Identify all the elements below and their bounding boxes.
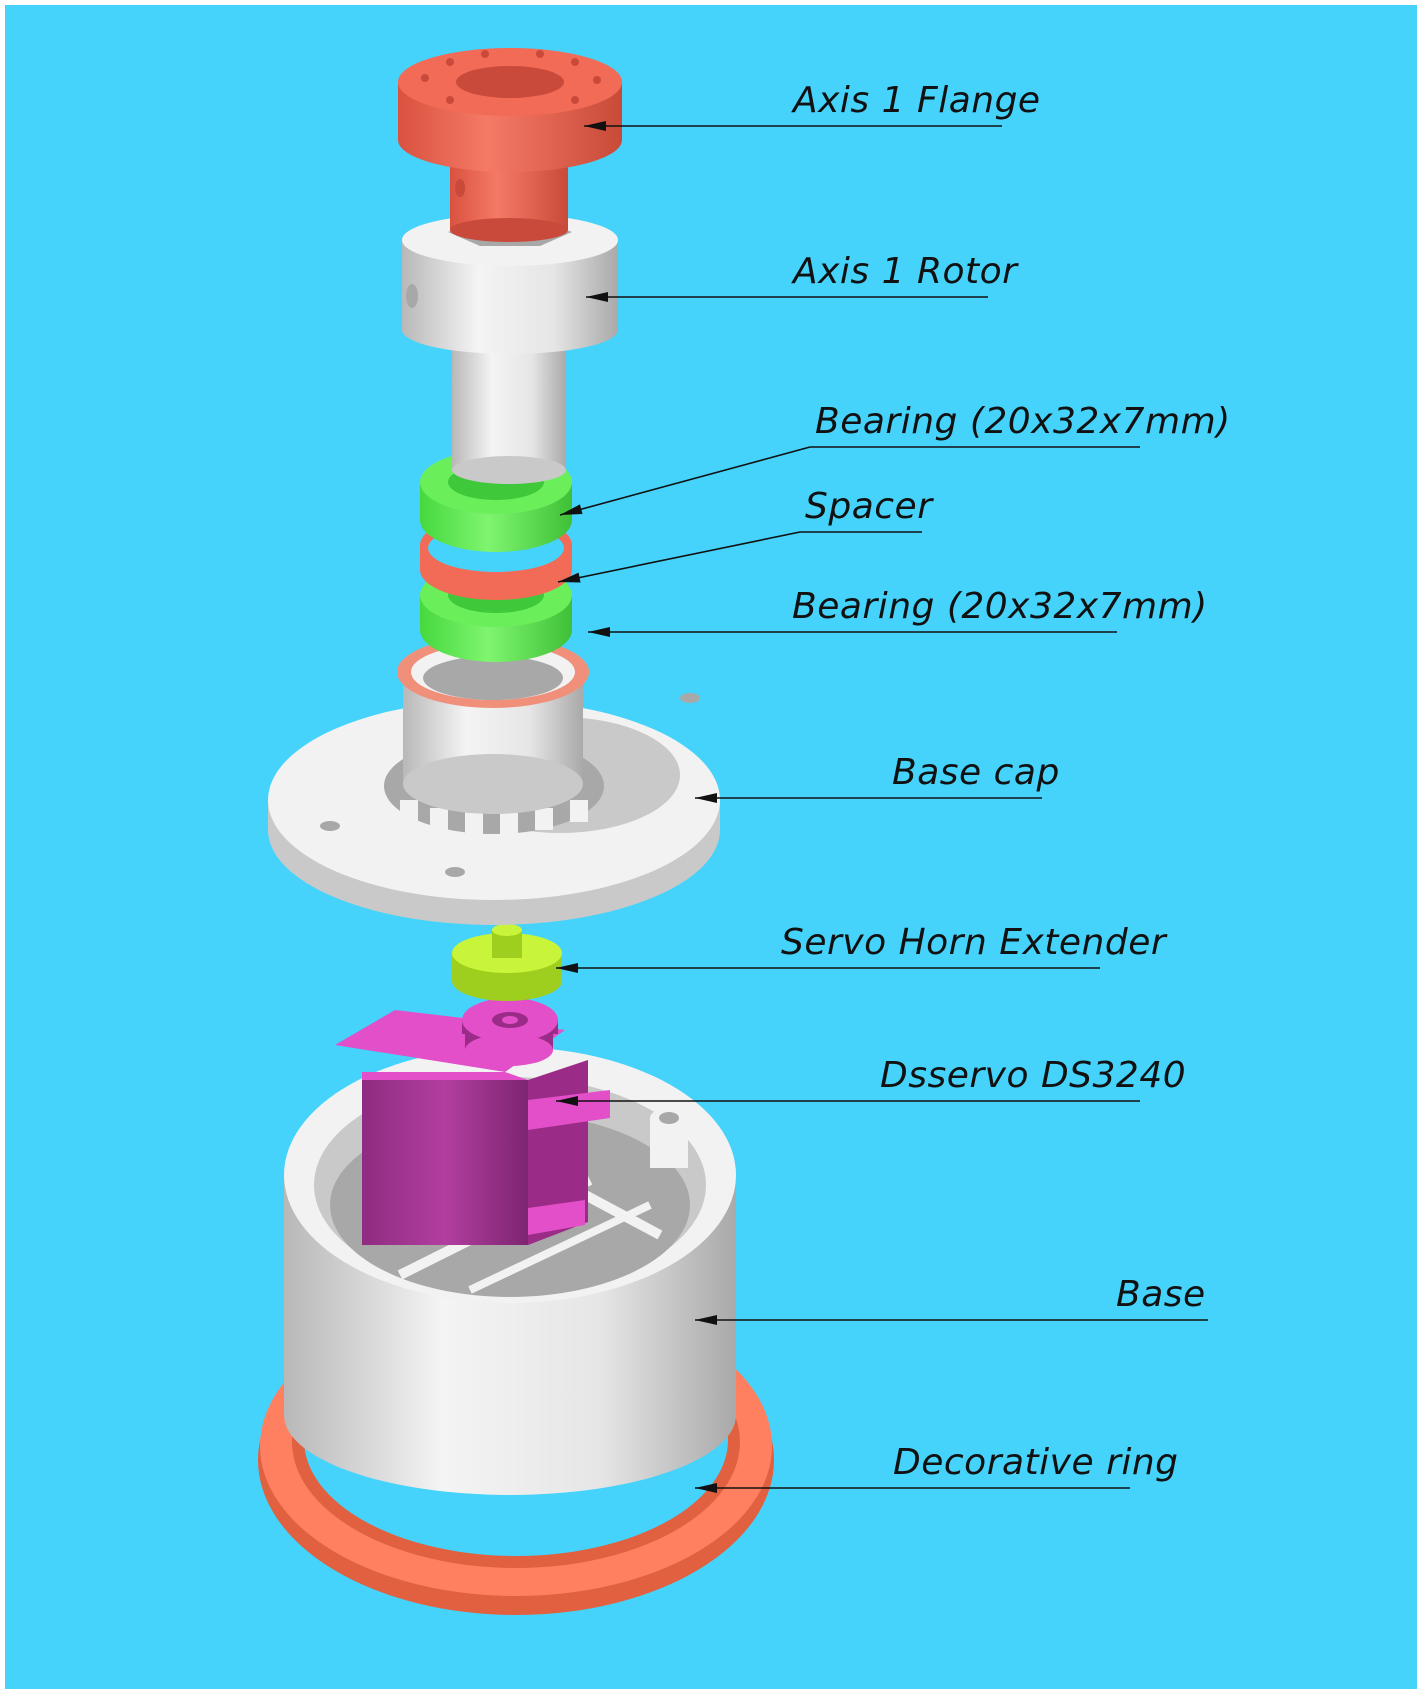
- callout-base-cap: Base cap: [695, 752, 1060, 803]
- callout-arrowhead: [560, 504, 583, 515]
- callout-label: Bearing (20x32x7mm): [792, 586, 1208, 627]
- callout-spacer: Spacer: [557, 486, 934, 583]
- callout-arrowhead: [556, 963, 578, 973]
- callout-axis-1-flange: Axis 1 Flange: [584, 80, 1041, 131]
- servo-horn-extender-part: [452, 924, 562, 1001]
- callout-label: Servo Horn Extender: [781, 922, 1168, 963]
- callout-leader-line: [559, 446, 811, 516]
- axis-1-flange-part: [398, 48, 622, 242]
- callout-arrowhead: [558, 572, 581, 583]
- base-cap-part: [268, 636, 720, 925]
- callout-arrowhead: [584, 121, 606, 131]
- callout-arrowhead: [695, 793, 717, 803]
- callout-label: Base cap: [892, 752, 1060, 793]
- callout-decorative-ring: Decorative ring: [695, 1442, 1179, 1493]
- callout-bearing-top: Bearing (20x32x7mm): [559, 401, 1231, 516]
- callout-arrowhead: [586, 292, 608, 302]
- callout-label: Dsservo DS3240: [880, 1055, 1186, 1096]
- callout-bearing-bottom: Bearing (20x32x7mm): [588, 586, 1208, 637]
- callout-servo-horn-extender: Servo Horn Extender: [556, 922, 1168, 973]
- dsservo-part: [335, 998, 610, 1245]
- callout-label: Axis 1 Rotor: [791, 251, 1019, 292]
- callout-label: Spacer: [805, 486, 934, 527]
- callout-leader-line: [557, 531, 801, 583]
- callout-arrowhead: [556, 1096, 578, 1106]
- callout-label: Decorative ring: [893, 1442, 1179, 1483]
- callout-dsservo: Dsservo DS3240: [556, 1055, 1186, 1106]
- callout-arrowhead: [588, 627, 610, 637]
- callout-arrowhead: [695, 1315, 717, 1325]
- callout-base: Base: [695, 1274, 1208, 1325]
- callout-label: Axis 1 Flange: [791, 80, 1041, 121]
- callout-axis-1-rotor: Axis 1 Rotor: [586, 251, 1019, 302]
- callout-label: Base: [1116, 1274, 1206, 1315]
- callout-arrowhead: [695, 1483, 717, 1493]
- callout-label: Bearing (20x32x7mm): [815, 401, 1231, 442]
